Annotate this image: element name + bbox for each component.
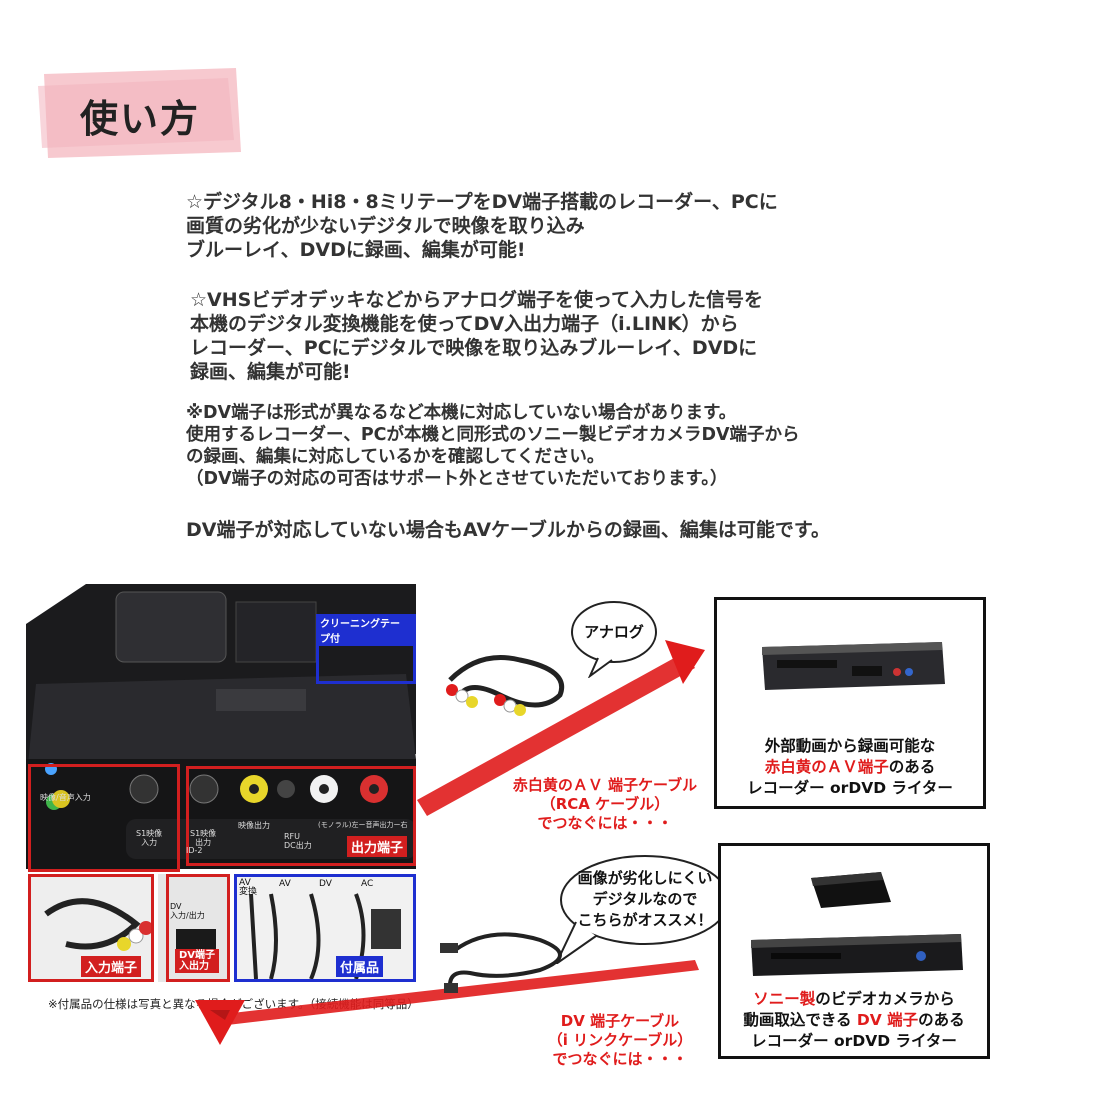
s1-in-label: S1映像 入力 [136, 829, 163, 847]
input-terminal-box: 入力端子 [28, 874, 154, 982]
dv-cable-label: DV 端子ケーブル （i リンクケーブル） でつなぐには・・・ [547, 1012, 693, 1068]
s1-out-label: S1映像 出力 [190, 829, 217, 847]
title-banner [38, 68, 241, 158]
acc-dv-label: DV [319, 879, 332, 889]
rfu-label: RFU DC出力 [284, 832, 312, 850]
analog-box-line2: 赤白黄のＡＶ端子のある [717, 757, 983, 778]
paragraph-analog: ☆VHSビデオデッキなどからアナログ端子を使って入力した信号を 本機のデジタル変… [190, 289, 763, 383]
accessories-box: 付属品 AV 変換 AV DV AC [234, 874, 416, 982]
dv-box-line2-b: のある [918, 1011, 965, 1029]
analog-av-terminal-text: 赤白黄のＡＶ端子 [764, 758, 889, 776]
dv-recorder-box: ソニー製のビデオカメラから 動画取込できる DV 端子のある レコーダー orD… [718, 843, 990, 1059]
video-audio-in-label: 映像/音声入力 [40, 793, 91, 802]
analog-bubble-shape [571, 601, 657, 678]
paragraph-note: ※DV端子は形式が異なるなど本機に対応していない場合があります。 使用するレコー… [186, 403, 800, 489]
audio-out-label: (モノラル)左ー音声出力ー右 [318, 821, 408, 829]
paragraph-digital: ☆デジタル8・Hi8・8ミリテープをDV端子搭載のレコーダー、PCに 画質の劣化… [186, 191, 778, 261]
dvd-recorder-icon [762, 642, 945, 690]
dv-box-line1: ソニー製のビデオカメラから [721, 989, 987, 1010]
paragraph-av-ok: DV端子が対応していない場合もAVケーブルからの録画、編集は可能です。 [186, 519, 830, 541]
analog-recorder-box: 外部動画から録画可能な 赤白黄のＡＶ端子のある レコーダー orDVD ライター [714, 597, 986, 809]
dv-small-label: DV 入力/出力 [170, 902, 205, 920]
sony-text: ソニー製 [753, 990, 816, 1008]
dv-box-line1-rest: のビデオカメラから [815, 990, 955, 1008]
analog-bubble: アナログ [584, 623, 644, 641]
analog-box-line2-rest: のある [888, 758, 936, 776]
dv-cable-icon [440, 932, 562, 993]
device-photo: クリーニングテープ付 出力端子 入力端子 DV端子 入出力 付属品 AV 変換 … [26, 584, 416, 984]
acc-av-conv-label: AV 変換 [239, 878, 258, 897]
bluray-recorder-icon [751, 872, 963, 976]
dv-io-label: DV端子 入出力 [175, 949, 220, 973]
analog-box-line1: 外部動画から録画可能な [764, 737, 936, 755]
acc-ac-label: AC [361, 879, 374, 889]
acc-av-label: AV [279, 879, 291, 889]
input-terminal-label: 入力端子 [81, 956, 142, 977]
output-terminal-label: 出力端子 [346, 836, 407, 857]
cleaning-tape-label: クリーニングテープ付 [316, 614, 413, 646]
page-title: 使い方 [80, 97, 201, 141]
id2-label: ID-2 [186, 846, 203, 855]
analog-box-line3: レコーダー orDVD ライター [747, 779, 953, 797]
dv-bubble: 画像が劣化しにくい デジタルなので こちらがオススメ！ [577, 869, 713, 929]
input-panel-box [28, 764, 180, 872]
rca-cable-icon [446, 655, 564, 716]
cleaning-tape-box: クリーニングテープ付 [316, 614, 416, 684]
dv-box-line2: 動画取込できる DV 端子のある [721, 1010, 987, 1031]
dv-box-line3: レコーダー orDVD ライター [751, 1032, 957, 1050]
analog-cable-label: 赤白黄のＡＶ 端子ケーブル （RCA ケーブル） でつなぐには・・・ [512, 776, 698, 832]
accessories-label: 付属品 [335, 956, 383, 977]
video-out-label: 映像出力 [238, 821, 270, 830]
dv-bubble-shape [556, 855, 730, 964]
dv-box-line2-a: 動画取込できる [743, 1011, 857, 1029]
output-terminal-box: 出力端子 [186, 766, 416, 866]
dv-terminal-text: DV 端子 [856, 1011, 919, 1029]
dv-io-box: DV端子 入出力 [166, 874, 230, 982]
